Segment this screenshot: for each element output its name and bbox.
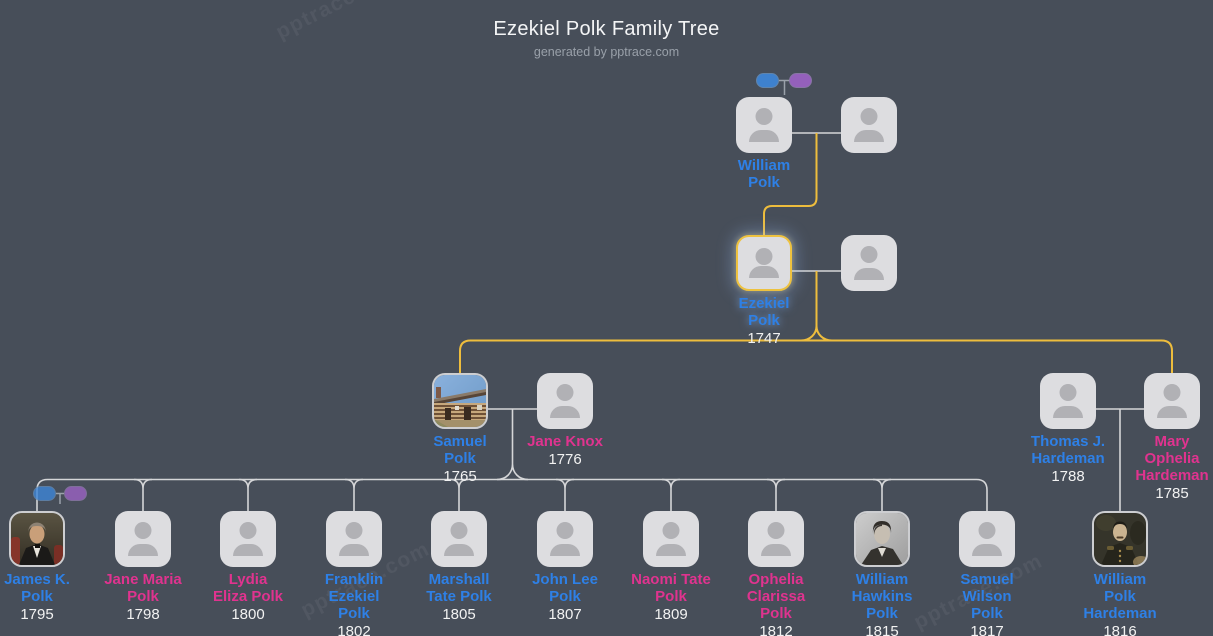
person-year: 1776 <box>548 451 582 468</box>
person-year: 1798 <box>126 606 160 623</box>
log-cabin-photo <box>434 375 486 427</box>
person-card[interactable] <box>1144 373 1200 429</box>
person-year: 1812 <box>759 623 793 636</box>
person-silhouette-icon <box>134 522 152 539</box>
person-silhouette-icon <box>755 248 773 265</box>
person-year: 1747 <box>747 330 781 347</box>
person-year: 1816 <box>1103 623 1137 636</box>
person-name: William Polk <box>737 157 791 191</box>
person-card[interactable] <box>326 511 382 567</box>
person-card[interactable] <box>537 511 593 567</box>
person-name: John Lee Polk <box>532 571 598 605</box>
badge-connector-top <box>779 79 790 95</box>
person-year: 1815 <box>865 623 899 636</box>
header: Ezekiel Polk Family Tree generated by pp… <box>0 18 1213 59</box>
page-subtitle: generated by pptrace.com <box>533 45 680 59</box>
person-card[interactable] <box>115 511 171 567</box>
children-rail <box>36 478 988 511</box>
person-photo-log-cabin[interactable] <box>432 373 488 429</box>
person-silhouette-icon <box>860 246 878 263</box>
person-card[interactable] <box>431 511 487 567</box>
person-name: Samuel Polk <box>433 433 487 467</box>
person-silhouette-icon <box>556 384 574 401</box>
person-silhouette-icon <box>556 522 574 539</box>
person-year: 1807 <box>548 606 582 623</box>
person-card[interactable] <box>841 235 897 291</box>
person-silhouette-icon <box>345 522 363 539</box>
person-name: Naomi Tate Polk <box>631 571 711 605</box>
person-photo-oil-portrait[interactable] <box>9 511 65 567</box>
person-card[interactable] <box>537 373 593 429</box>
person-name: William Hawkins Polk <box>851 571 913 622</box>
person-name: Thomas J. Hardeman <box>1030 433 1106 467</box>
purple-badge-icon[interactable] <box>64 486 87 501</box>
person-name: James K. Polk <box>4 571 70 605</box>
person-card[interactable] <box>959 511 1015 567</box>
william-hawkins-polk-portrait <box>856 513 908 565</box>
person-name: Jane Maria Polk <box>104 571 182 605</box>
william-polk-hardeman-portrait <box>1094 513 1146 565</box>
person-silhouette-icon <box>860 108 878 125</box>
james-k-polk-portrait <box>11 513 63 565</box>
person-card[interactable] <box>841 97 897 153</box>
person-year: 1800 <box>231 606 265 623</box>
highlight-children-rail <box>459 339 1173 373</box>
child-drops <box>133 478 892 511</box>
person-card[interactable] <box>736 97 792 153</box>
person-silhouette-icon <box>1163 384 1181 401</box>
person-silhouette-icon <box>978 522 996 539</box>
person-silhouette-icon <box>767 522 785 539</box>
person-card-highlighted[interactable] <box>736 235 792 291</box>
person-name: Marshall Tate Polk <box>426 571 492 605</box>
person-year: 1809 <box>654 606 688 623</box>
purple-badge-icon[interactable] <box>789 73 812 88</box>
person-name: Mary Ophelia Hardeman <box>1135 433 1209 484</box>
person-name: Ezekiel Polk <box>738 295 790 329</box>
person-year: 1765 <box>443 468 477 485</box>
person-card[interactable] <box>1040 373 1096 429</box>
person-photo-daguerreotype[interactable] <box>1092 511 1148 567</box>
person-year: 1788 <box>1051 468 1085 485</box>
person-name: William Polk Hardeman <box>1083 571 1157 622</box>
blue-badge-icon[interactable] <box>756 73 779 88</box>
person-year: 1805 <box>442 606 476 623</box>
person-name: Samuel Wilson Polk <box>960 571 1014 622</box>
person-photo-engraving[interactable] <box>854 511 910 567</box>
person-year: 1802 <box>337 623 371 636</box>
page-title: Ezekiel Polk Family Tree <box>493 18 720 40</box>
person-year: 1795 <box>20 606 54 623</box>
person-silhouette-icon <box>239 522 257 539</box>
person-year: 1817 <box>970 623 1004 636</box>
person-silhouette-icon <box>1059 384 1077 401</box>
person-card[interactable] <box>220 511 276 567</box>
person-card[interactable] <box>748 511 804 567</box>
badge-connector-james <box>56 492 64 504</box>
person-name: Lydia Eliza Polk <box>212 571 284 605</box>
person-silhouette-icon <box>755 108 773 125</box>
person-name: Ophelia Clarissa Polk <box>746 571 806 622</box>
person-silhouette-icon <box>662 522 680 539</box>
person-silhouette-icon <box>450 522 468 539</box>
person-card[interactable] <box>643 511 699 567</box>
highlight-line-william-ezekiel <box>763 133 818 235</box>
blue-badge-icon[interactable] <box>33 486 56 501</box>
person-year: 1785 <box>1155 485 1189 502</box>
person-name: Franklin Ezekiel Polk <box>324 571 384 622</box>
person-name: Jane Knox <box>527 433 603 450</box>
